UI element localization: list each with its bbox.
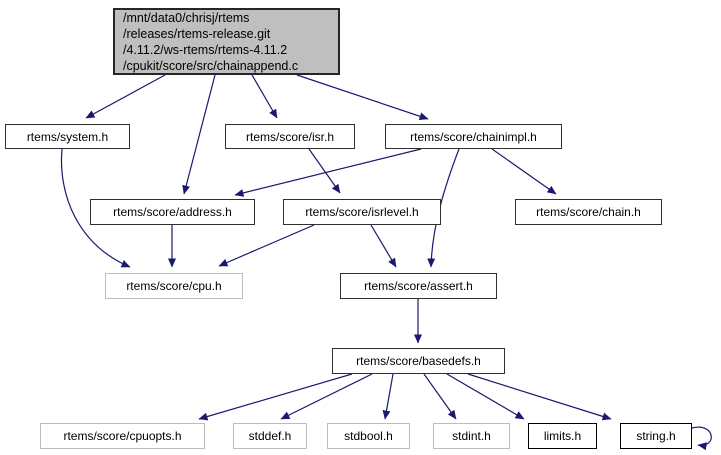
node-stdint-h: stdint.h bbox=[433, 423, 510, 449]
edge-root-to-address bbox=[182, 74, 216, 195]
edge-basedefs-to-string bbox=[467, 373, 612, 421]
node-rtems-score-assert-h[interactable]: rtems/score/assert.h bbox=[340, 273, 497, 299]
node-rtems-score-basedefs-h[interactable]: rtems/score/basedefs.h bbox=[332, 348, 505, 374]
edge-chainimpl-to-address bbox=[234, 148, 422, 197]
node-rtems-system-h[interactable]: rtems/system.h bbox=[5, 124, 130, 149]
edge-chainimpl-to-chain bbox=[491, 148, 557, 195]
edge-isrlevel-to-cpu bbox=[218, 224, 315, 267]
edge-basedefs-to-stdint bbox=[423, 373, 457, 420]
edge-basedefs-to-limits bbox=[446, 373, 525, 420]
edge-system-to-cpu bbox=[60, 148, 131, 268]
node-stdbool-h: stdbool.h bbox=[327, 423, 410, 449]
edge-root-to-system bbox=[85, 74, 166, 119]
node-rtems-score-isrlevel-h[interactable]: rtems/score/isrlevel.h bbox=[283, 199, 441, 225]
edge-string-self-loop bbox=[691, 426, 712, 451]
edge-basedefs-to-stddef bbox=[280, 373, 373, 420]
node-rtems-score-cpu-h: rtems/score/cpu.h bbox=[105, 273, 243, 299]
node-string-h[interactable]: string.h bbox=[620, 423, 692, 449]
node-limits-h[interactable]: limits.h bbox=[528, 423, 597, 449]
node-stddef-h: stddef.h bbox=[233, 423, 307, 449]
edge-isr-to-isrlevel bbox=[308, 148, 341, 194]
edge-basedefs-to-cpuopts bbox=[198, 373, 353, 421]
edge-root-to-chainimpl bbox=[296, 74, 429, 121]
edge-basedefs-to-stdbool bbox=[382, 373, 394, 420]
node-rtems-score-chainimpl-h[interactable]: rtems/score/chainimpl.h bbox=[385, 124, 562, 149]
node-rtems-score-isr-h[interactable]: rtems/score/isr.h bbox=[225, 124, 355, 149]
node-rtems-score-cpuopts-h: rtems/score/cpuopts.h bbox=[40, 423, 205, 449]
node-rtems-score-chain-h[interactable]: rtems/score/chain.h bbox=[515, 199, 662, 225]
edge-isrlevel-to-assert bbox=[370, 224, 397, 268]
node-rtems-score-address-h[interactable]: rtems/score/address.h bbox=[90, 199, 255, 225]
edge-root-to-isr bbox=[251, 74, 278, 119]
node-source-file-chainappend-c: /mnt/data0/chrisj/rtems /releases/rtems-… bbox=[113, 8, 340, 75]
